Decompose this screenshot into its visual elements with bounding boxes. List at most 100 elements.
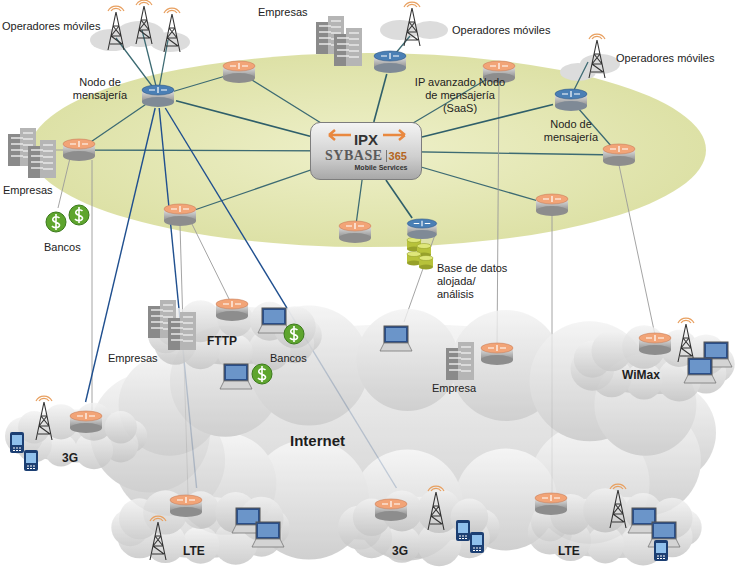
- illustration-part: [380, 326, 412, 351]
- ipx-band: [30, 53, 706, 247]
- illustration-part: [28, 140, 56, 178]
- router-base: [555, 101, 587, 111]
- cloud-shape: [525, 488, 705, 567]
- illustration-part: [150, 516, 166, 560]
- illustration-part: [108, 6, 124, 50]
- illustration-part: [69, 205, 89, 225]
- backbone-lines: [79, 30, 619, 232]
- network-cloud: LTE: [108, 488, 293, 567]
- illustration-part: [678, 318, 694, 362]
- router-base: [142, 97, 174, 107]
- cloud-bump: [381, 491, 422, 532]
- messaging-node: Nodo de mensajería: [553, 88, 589, 112]
- illustration-part: [252, 522, 284, 547]
- label-slot: Operadores móviles: [2, 20, 100, 32]
- label-slot: Operadores móviles: [452, 24, 550, 36]
- illustration-part: [164, 8, 180, 52]
- illustration-part: [334, 28, 362, 66]
- illustration-part: [168, 312, 196, 350]
- place-label: Empresas: [108, 352, 158, 364]
- illustration-part: [589, 34, 605, 78]
- cloud-shape: [568, 325, 738, 403]
- illustration-part: [483, 61, 515, 83]
- network-link: [422, 104, 553, 137]
- illustration-part: [10, 432, 24, 453]
- network-link: [374, 74, 387, 122]
- db-cylinder-base: [419, 265, 433, 270]
- router-base: [374, 63, 406, 73]
- illustration-part: [252, 364, 272, 384]
- illustration-part: [339, 221, 371, 243]
- buildings: [8, 16, 474, 380]
- network-name: Internet: [290, 432, 345, 449]
- label-slot: Empresas: [3, 184, 53, 196]
- cloud-fill: [90, 306, 716, 561]
- ipx-hub: IPXSYBASE365Mobile Services: [310, 122, 422, 180]
- cloud-bump: [583, 488, 627, 532]
- network-name: LTE: [183, 544, 205, 558]
- illustration-part: [223, 61, 255, 83]
- router-icon: [407, 219, 436, 239]
- illustration-part: [603, 144, 635, 166]
- illustration-part: [164, 204, 196, 226]
- cloud-fill: [148, 300, 322, 371]
- router-arrows: [562, 91, 580, 97]
- network-cloud: 3G: [5, 402, 150, 470]
- brand-tagline: Mobile Services: [355, 164, 408, 171]
- place-label: Operadores móviles: [616, 52, 714, 64]
- messaging-node: Nodo de mensajería: [140, 84, 176, 108]
- illustration-part: [700, 342, 732, 367]
- sky-clouds: [90, 20, 620, 81]
- illustration-part: [628, 508, 660, 533]
- coins: [46, 205, 304, 384]
- illustration-part: [150, 32, 190, 52]
- illustration-part: [24, 450, 38, 471]
- place-label: Empresas: [3, 184, 53, 196]
- illustration-part: [470, 532, 484, 553]
- cloud-bump: [652, 498, 693, 539]
- illustration-part: [446, 342, 474, 380]
- place-label: Empresa: [432, 382, 476, 394]
- place-label: Operadores móviles: [452, 24, 550, 36]
- illustration-part: [258, 308, 290, 333]
- messaging-node: IP avanzado Nodo de mensajería (SaaS): [372, 50, 408, 74]
- illustration-part: [46, 212, 66, 232]
- illustration-part: [170, 495, 202, 517]
- router-top: [374, 51, 406, 61]
- network-link: [386, 180, 412, 218]
- illustration-part: [648, 522, 680, 547]
- label-slot: Empresa: [432, 382, 476, 394]
- place-label: Bancos: [44, 241, 81, 253]
- brand-number: 365: [386, 150, 407, 162]
- illustration-part: [284, 324, 304, 344]
- router-icon: [553, 88, 589, 112]
- network-name: LTE: [558, 544, 580, 558]
- network-name: 3G: [392, 544, 408, 558]
- label-slot: Operadores móviles: [616, 52, 714, 64]
- place-label: Operadores móviles: [2, 20, 100, 32]
- cloud-bump: [274, 306, 316, 348]
- database-node: Base de datos alojada/ análisis: [405, 218, 455, 270]
- db-cylinder-top: [417, 244, 431, 249]
- label-slot: Bancos: [270, 352, 307, 364]
- cloud-bump: [451, 498, 489, 536]
- cloud-bump: [686, 335, 726, 375]
- illustration-part: [375, 499, 407, 521]
- place-label: Empresas: [258, 6, 308, 18]
- cloud-bump: [357, 309, 459, 411]
- network-cloud: LTE: [525, 488, 705, 567]
- brand-name: SYBASE: [325, 148, 382, 164]
- node-heading: IP avanzado Nodo de mensajería (SaaS): [410, 76, 510, 116]
- phones: [10, 432, 668, 561]
- network-cloud: 3G: [338, 488, 503, 567]
- label-slot: Bancos: [44, 241, 81, 253]
- illustration-part: [684, 358, 716, 383]
- illustration-part: [610, 484, 626, 528]
- network-cloud: WiMax: [568, 325, 738, 403]
- network-name: WiMax: [622, 368, 660, 382]
- towers: [36, 0, 694, 560]
- router-arrows: [149, 87, 167, 93]
- illustration-part: [456, 520, 470, 541]
- network-link: [176, 101, 310, 136]
- router-top: [555, 89, 587, 99]
